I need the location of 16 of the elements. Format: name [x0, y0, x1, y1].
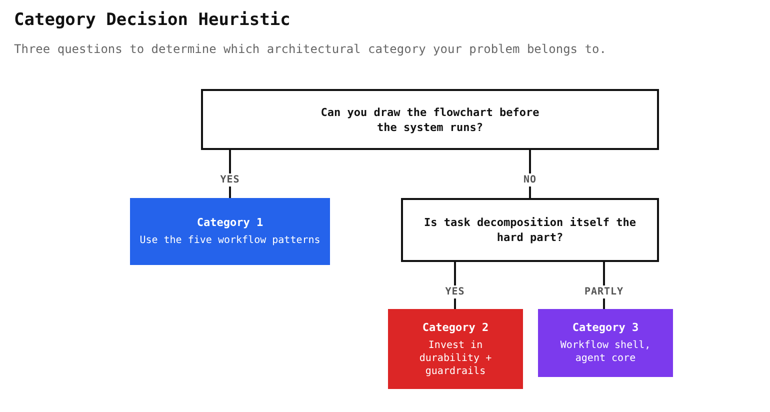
question-box	[201, 89, 659, 150]
diagram-title: Category Decision Heuristic	[14, 10, 290, 30]
category-heading: Category 2	[422, 320, 489, 334]
category-description: Use the five workflow patterns	[140, 234, 320, 247]
question-text: Is task decomposition itself the hard part?	[423, 215, 637, 245]
question-text: Can you draw the flowchart before the system runs?	[320, 104, 540, 134]
category-heading: Category 1	[196, 216, 264, 229]
connector-line	[529, 150, 531, 198]
category-description: Workflow shell, agent core	[559, 339, 652, 365]
category-description: Invest in durability + guardrails	[418, 338, 493, 378]
question-box	[401, 198, 659, 262]
category-box	[130, 198, 330, 265]
category-box	[538, 309, 673, 377]
subtitle: Three questions to determine which architectural category your problem belongs to.	[14, 42, 606, 56]
category-box	[388, 309, 523, 389]
category-heading: Category 3	[572, 321, 639, 334]
